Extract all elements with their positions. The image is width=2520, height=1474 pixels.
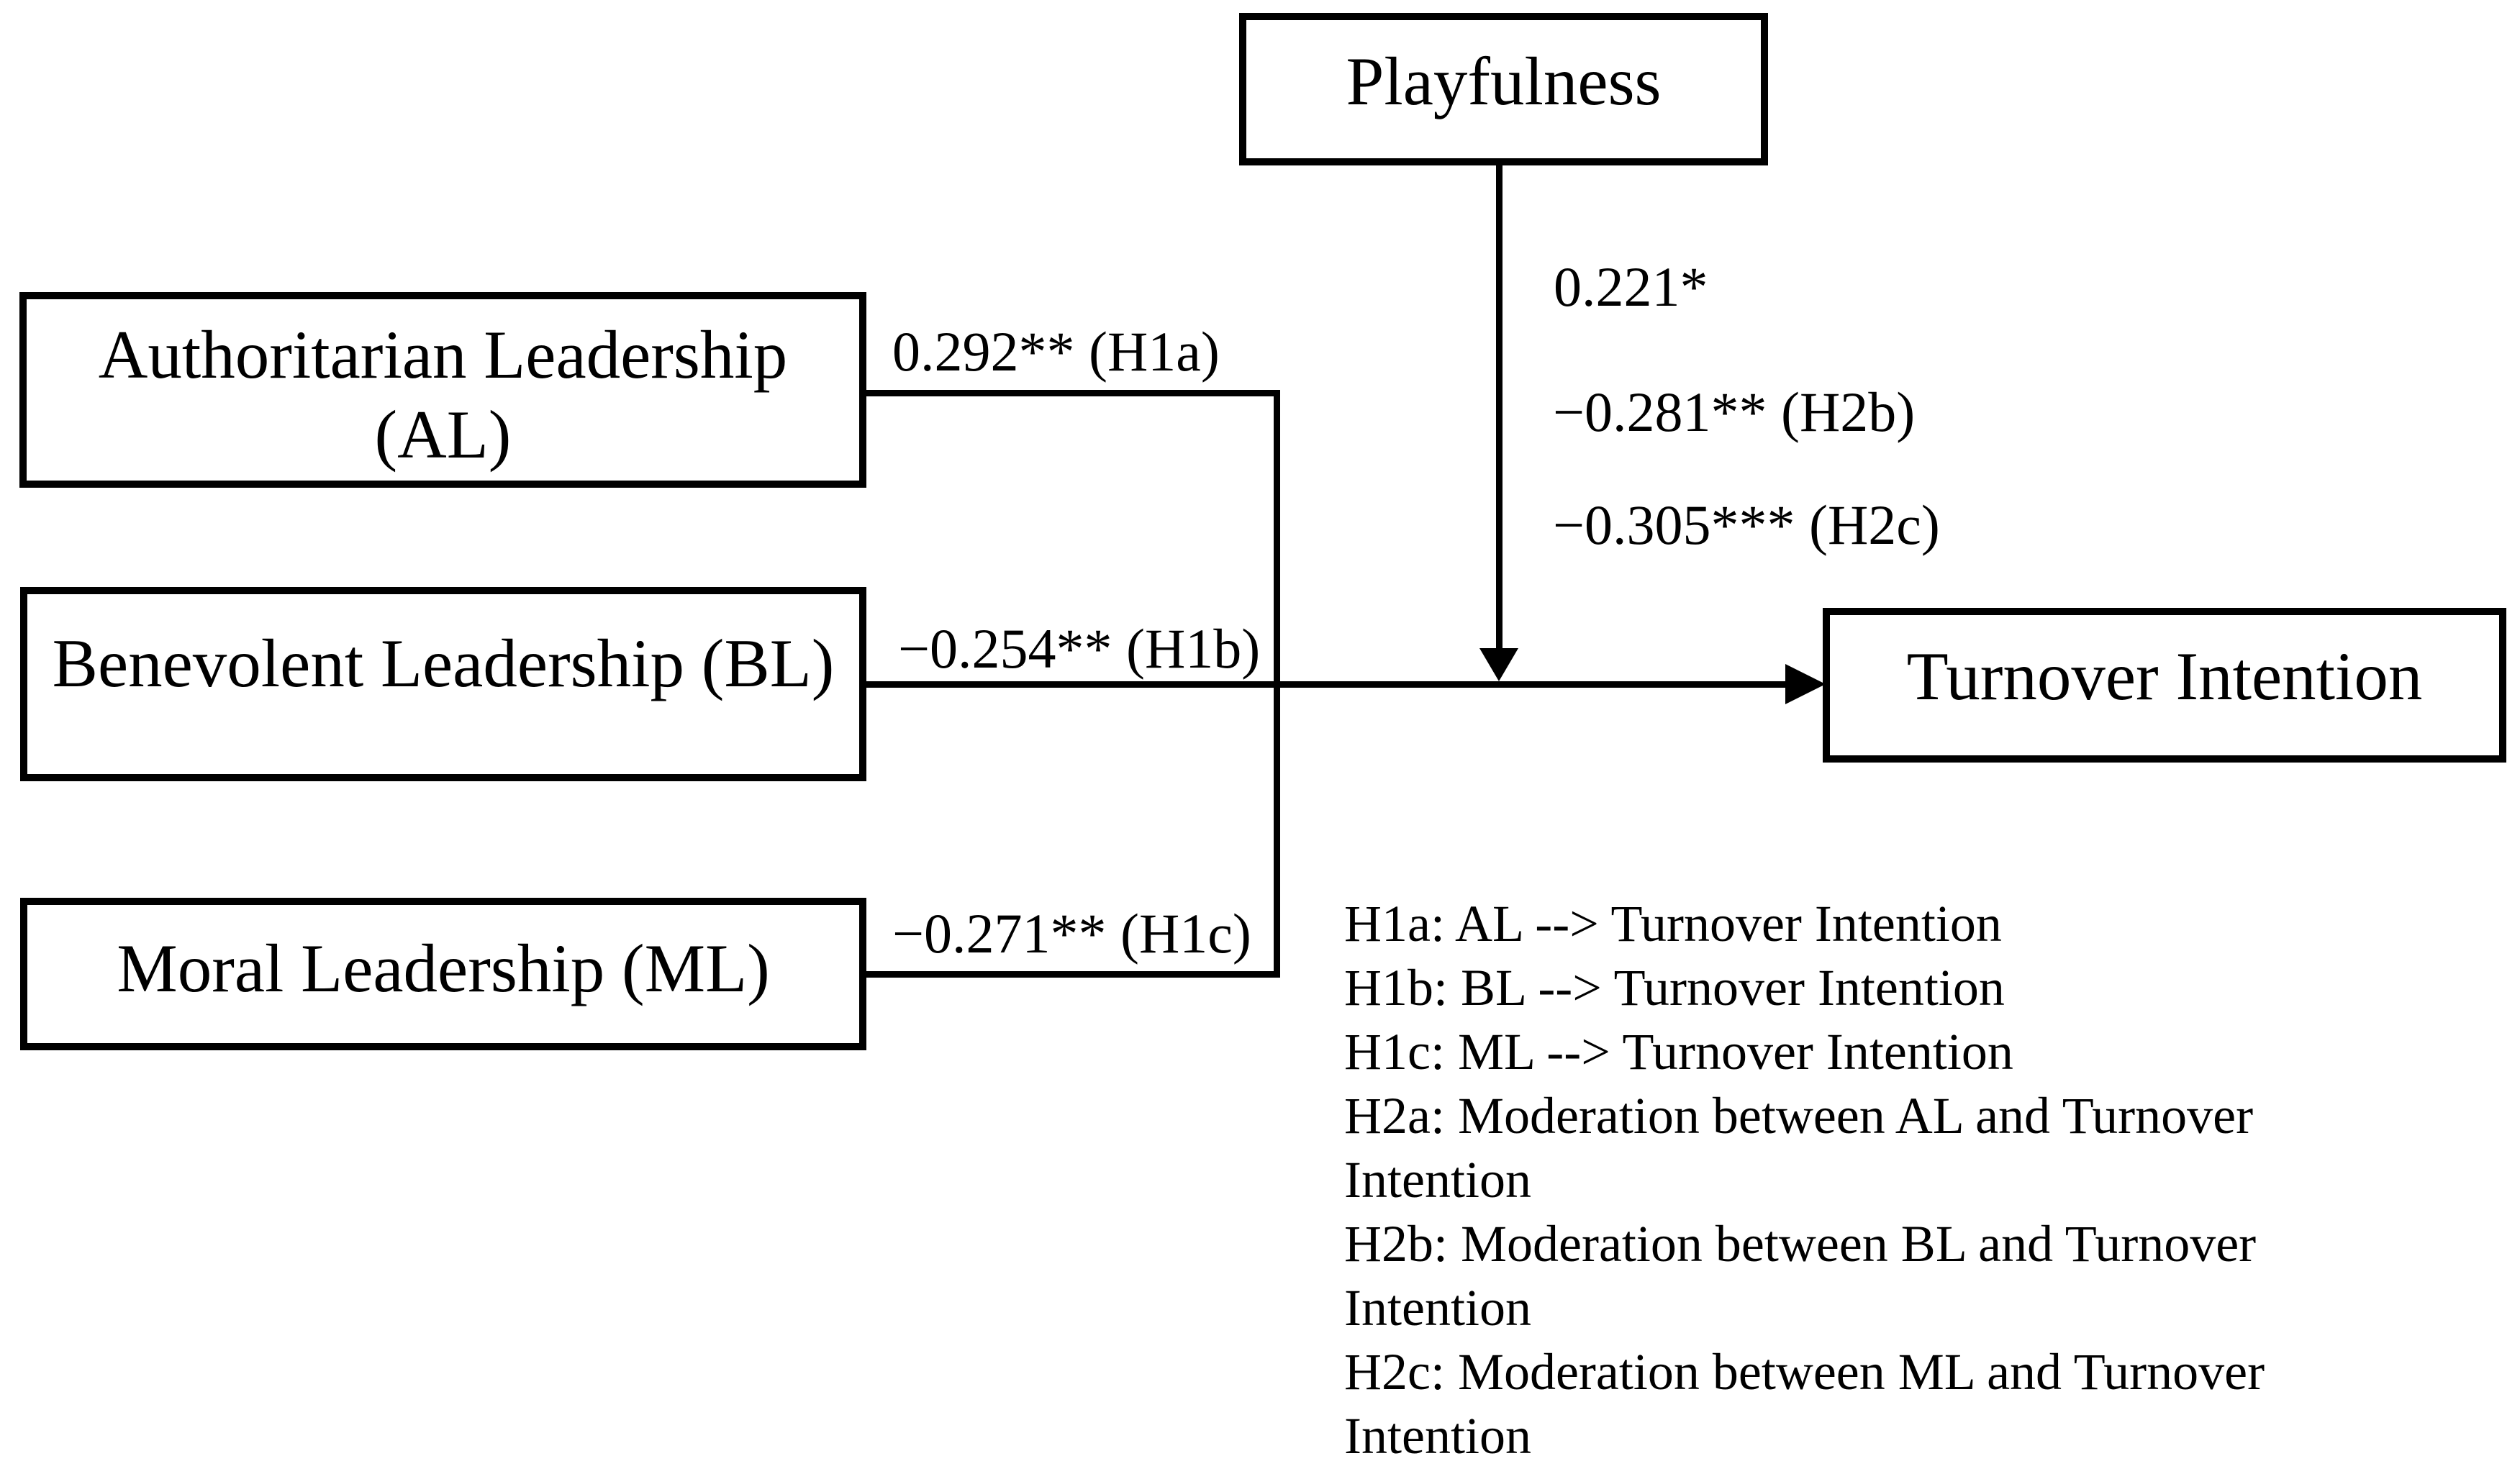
coefficient-label-h1b: −0.254** (H1b) [898, 617, 1261, 680]
coefficient-label-moderation-c: −0.305*** (H2c) [1553, 493, 1940, 556]
legend-item-h1c: H1c: ML --> Turnover Intention [1344, 1023, 2013, 1081]
turnover-label: Turnover Intention [1906, 637, 2423, 714]
node-turnover-intention: Turnover Intention [1823, 608, 2506, 763]
legend-item-h2b: H2b: Moderation between BL and Turnover … [1344, 1215, 2257, 1337]
legend-item-h2a: H2a: Moderation between AL and Turnover … [1344, 1087, 2254, 1209]
bl-label: Benevolent Leadership (BL) [52, 625, 835, 702]
hypothesis-legend: H1a: AL --> Turnover Intention H1b: BL -… [1344, 892, 2373, 1468]
node-moral-leadership: Moral Leadership (ML) [20, 898, 866, 1050]
al-label-line-2: (AL) [374, 396, 512, 473]
playfulness-label: Playfulness [1346, 43, 1662, 120]
al-label-line-1: Authoritarian Leadership [98, 316, 788, 393]
legend-item-h1b: H1b: BL --> Turnover Intention [1344, 959, 2005, 1016]
node-benevolent-leadership: Benevolent Leadership (BL) [20, 587, 866, 781]
main-path-line [864, 681, 1786, 688]
node-playfulness: Playfulness [1239, 13, 1768, 165]
legend-item-h2c: H2c: Moderation between ML and Turnover … [1344, 1343, 2265, 1465]
arrowhead-right-icon [1785, 664, 1826, 704]
node-authoritarian-leadership: Authoritarian Leadership (AL) [19, 292, 866, 488]
arrowhead-down-icon [1479, 648, 1518, 681]
coefficient-label-moderation-a: 0.221* [1554, 255, 1708, 318]
ml-path-line [864, 971, 1280, 978]
playfulness-moderation-line [1496, 165, 1503, 651]
al-path-line [864, 390, 1280, 396]
coefficient-label-h1c: −0.271** (H1c) [892, 902, 1251, 965]
coefficient-label-h1a: 0.292** (H1a) [892, 320, 1220, 383]
legend-item-h1a: H1a: AL --> Turnover Intention [1344, 895, 2002, 952]
coefficient-label-moderation-b: −0.281** (H2b) [1553, 381, 1916, 443]
ml-label: Moral Leadership (ML) [117, 930, 770, 1007]
